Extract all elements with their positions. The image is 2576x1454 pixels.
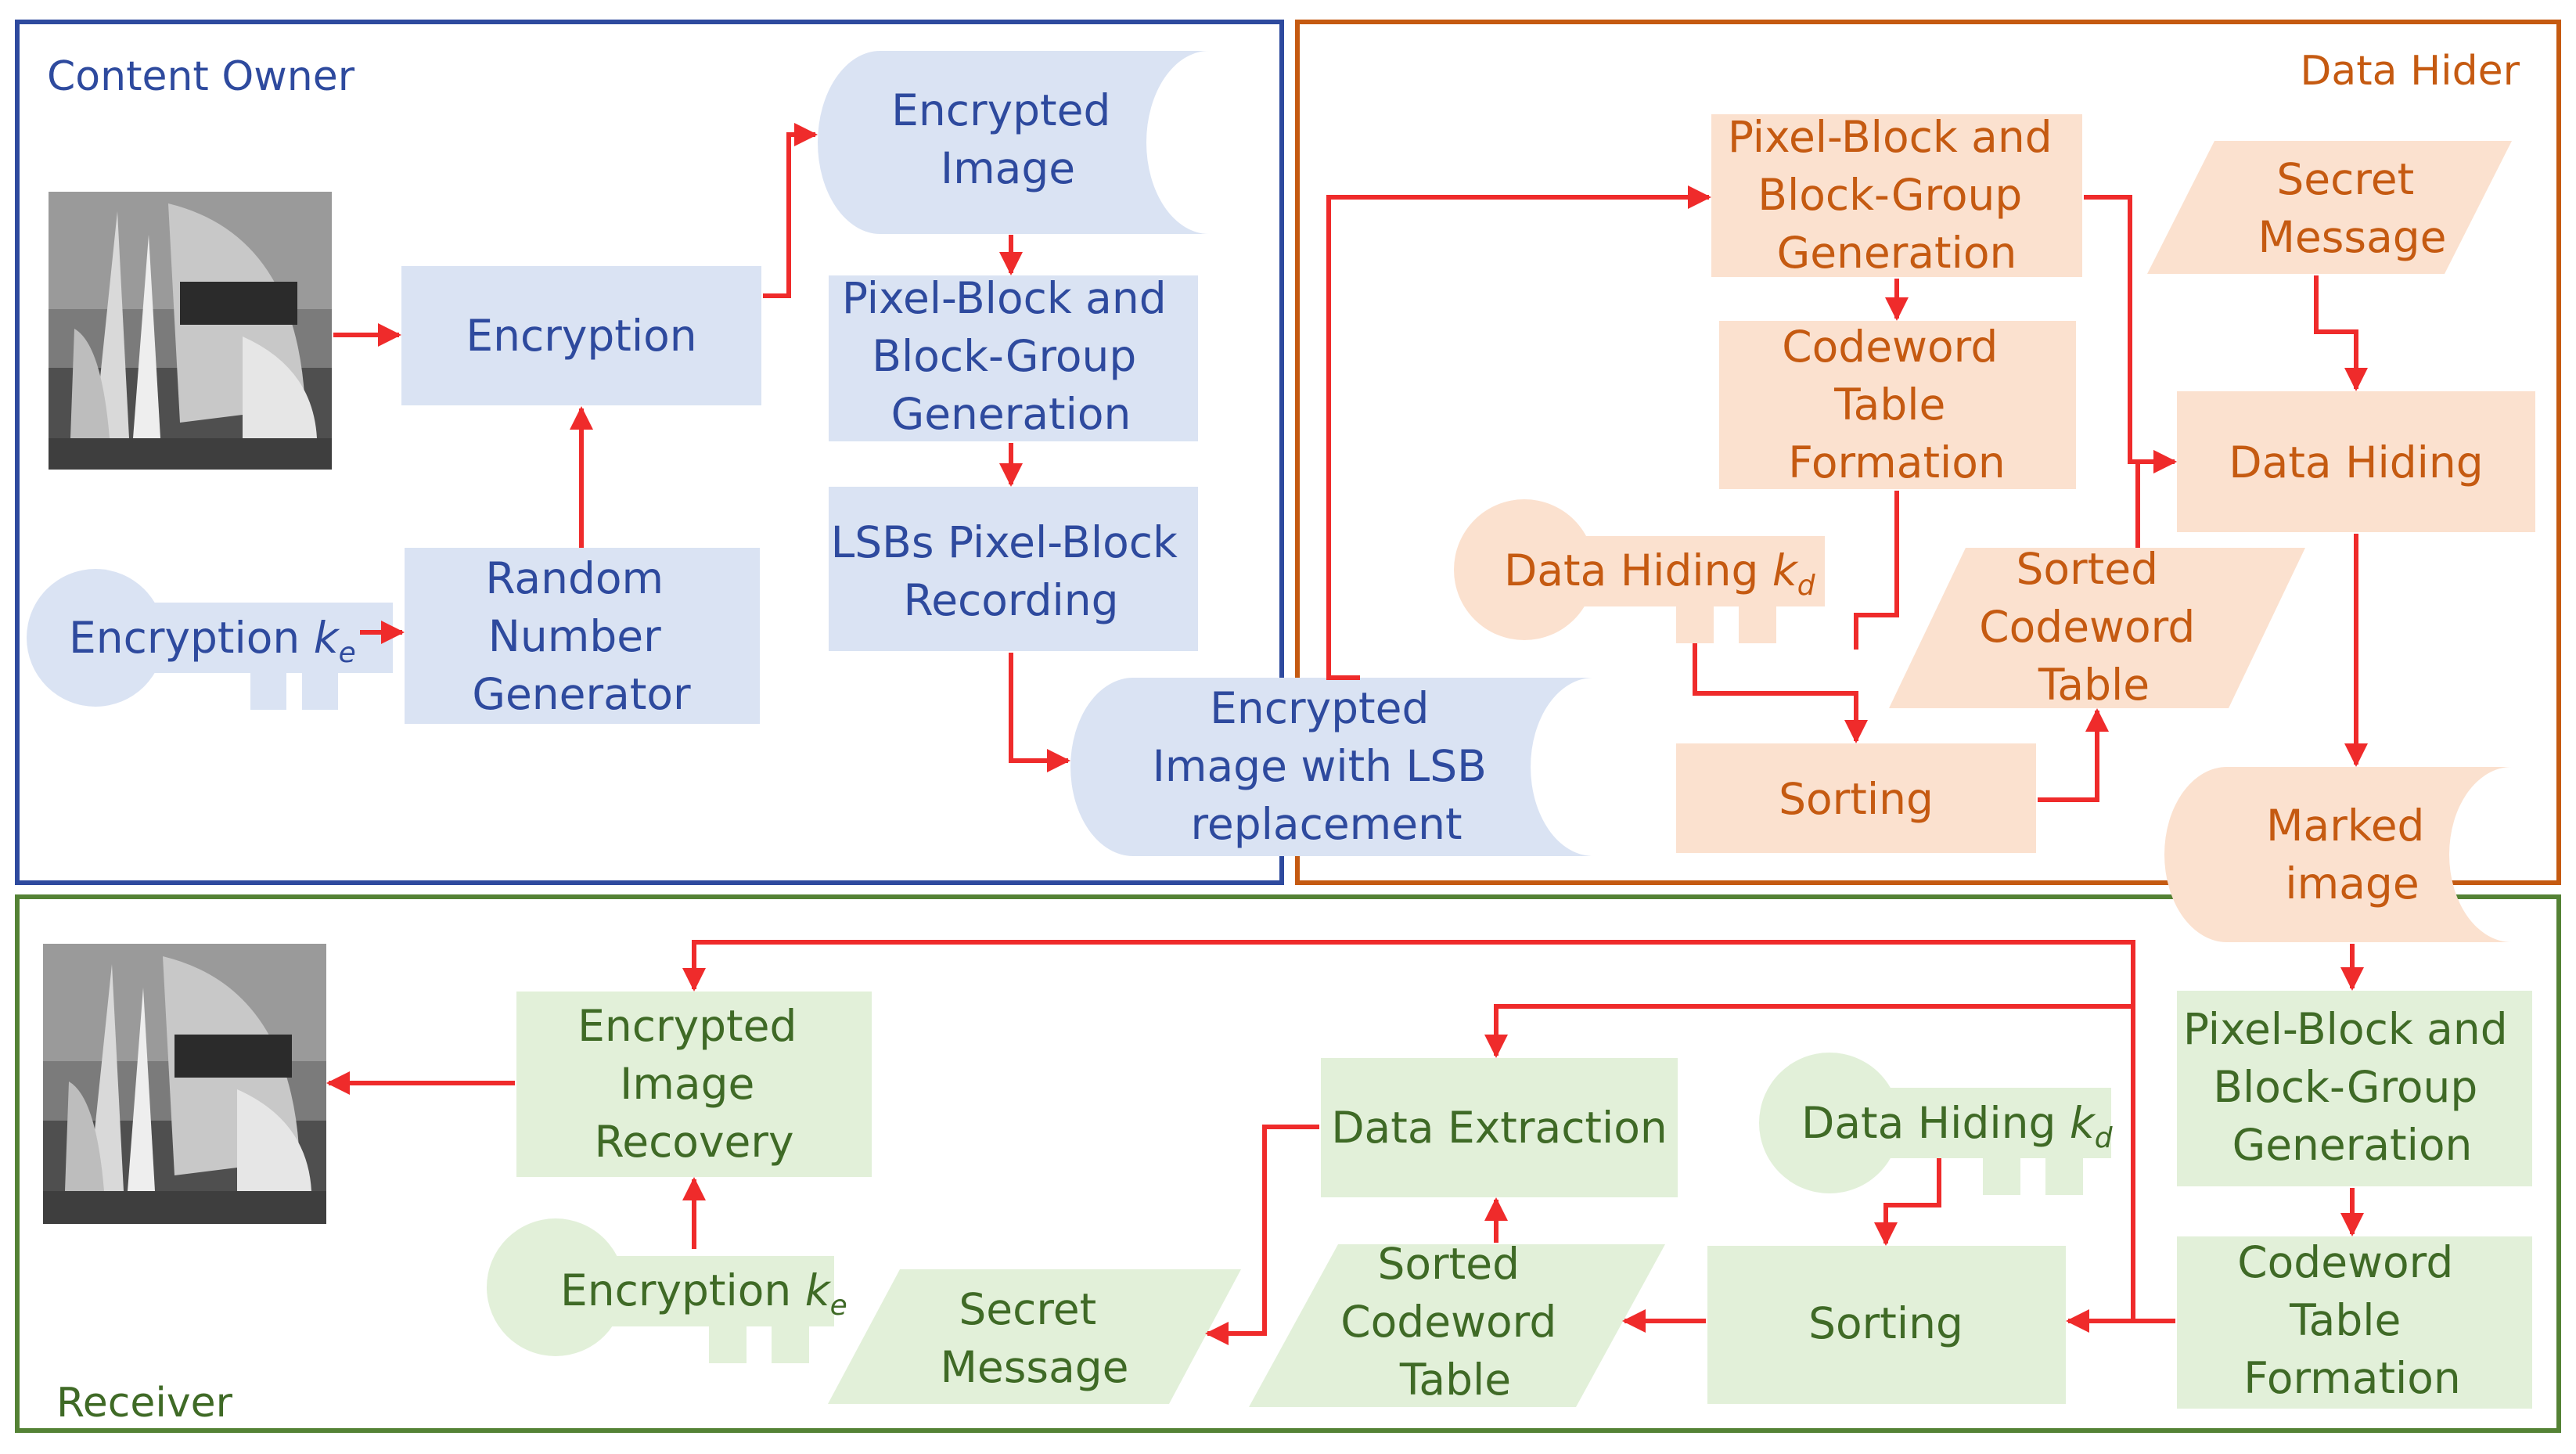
receiver-sorted-table-label: Sorted Codeword Table [1340, 1239, 1570, 1405]
receiver-sorting-label: Sorting [1808, 1298, 1963, 1348]
encrypted-lsb-store [1070, 678, 1593, 856]
arrow-key-to-sorting [1693, 643, 1868, 743]
receiver-data-hiding-key-icon: Data Hiding kd [1759, 1053, 2114, 1195]
encrypted-image-label: Encrypted Image [891, 85, 1124, 193]
receiver-codeword-table-label: Codeword Table Formation [2237, 1237, 2466, 1403]
content-owner-panel [15, 20, 1284, 885]
flow-arrows [326, 123, 2368, 1345]
receiver-codeword-table-box [2177, 1236, 2532, 1409]
hider-sorted-table-label: Sorted Codeword Table [1979, 544, 2208, 710]
receiver-title: Receiver [56, 1380, 233, 1427]
hider-sorted-table-shape [1889, 548, 2305, 708]
encrypted-lsb-label: Encrypted Image with LSB replacement [1153, 683, 1501, 849]
arrow-feed-to-extraction [1484, 1004, 2133, 1058]
receiver-key-d-label: Data Hiding kd [1801, 1098, 2114, 1154]
hider-codeword-table-box [1719, 321, 2076, 489]
arrow-feed-to-recovery [682, 940, 2175, 1323]
marked-image-label: Marked image [2266, 801, 2438, 909]
hider-block-gen-box [1711, 114, 2082, 277]
rng-box [405, 548, 760, 724]
hider-key-label: Data Hiding kd [1504, 545, 1816, 602]
lsb-recording-box [829, 487, 1198, 651]
arrow-sorted-table-to-data-hiding [2135, 450, 2177, 548]
data-extraction-label: Data Extraction [1331, 1103, 1668, 1153]
lsb-recording-label: LSBs Pixel-Block Recording [831, 517, 1192, 625]
data-hiding-label: Data Hiding [2229, 437, 2483, 488]
encryption-label: Encryption [466, 311, 696, 361]
hider-data-hiding-key-icon: Data Hiding kd [1454, 499, 1825, 643]
receiver-sorting-box [1707, 1246, 2066, 1404]
hider-block-gen-label: Pixel-Block and Block-Group Generation [1728, 112, 2066, 278]
receiver-secret-message-label: Secret Message [940, 1284, 1128, 1392]
hider-codeword-table-label: Codeword Table Formation [1782, 322, 2011, 488]
hider-secret-message-shape [2147, 141, 2512, 274]
rng-label: Random Number Generator [472, 553, 691, 719]
receiver-secret-message-shape [828, 1269, 1241, 1404]
hider-secret-message-label: Secret Message [2258, 154, 2446, 262]
owner-block-gen-box [829, 275, 1198, 441]
hider-sorting-label: Sorting [1779, 774, 1934, 824]
arrow-blockgen-to-data-hiding [2084, 195, 2177, 473]
data-extraction-box [1321, 1058, 1678, 1197]
encryption-key-label: Encryption ke [69, 613, 356, 669]
arrow-encrypted-lsb-to-hider [1326, 185, 1711, 680]
arrow-lsb-to-encrypted-lsb [1009, 653, 1070, 772]
data-hiding-box [2177, 391, 2535, 532]
receiver-key-e-label: Encryption ke [560, 1265, 847, 1322]
arrow-sorting-to-sorted-table [2038, 708, 2109, 802]
marked-image-store [2164, 767, 2512, 942]
hider-sorting-box [1676, 743, 2036, 853]
encryption-box [401, 266, 761, 405]
arrow-secret-to-data-hiding [2314, 275, 2368, 391]
arrow-codeword-to-sorting [1854, 491, 1899, 650]
receiver-panel [15, 894, 2561, 1433]
arrow-receiver-key-to-sorting [1874, 1158, 1941, 1246]
recovered-sailboats-image-icon [43, 944, 326, 1224]
arrow-extraction-to-secret [1205, 1125, 1319, 1345]
receiver-block-gen-box [2177, 991, 2532, 1186]
encrypted-image-store [818, 51, 1209, 234]
receiver-encryption-key-icon: Encryption ke [487, 1218, 847, 1363]
receiver-block-gen-label: Pixel-Block and Block-Group Generation [2183, 1004, 2521, 1170]
recovery-label: Encrypted Image Recovery [577, 1001, 811, 1167]
recovery-box [516, 992, 872, 1177]
owner-block-gen-label: Pixel-Block and Block-Group Generation [842, 273, 1180, 439]
content-owner-title: Content Owner [47, 53, 355, 100]
arrow-encryption-to-image [763, 123, 818, 298]
receiver-sorted-table-shape [1249, 1244, 1665, 1407]
data-hider-title: Data Hider [2300, 48, 2520, 95]
sailboats-image-icon [49, 192, 332, 470]
rng-encryption-key-icon: Encryption ke [27, 569, 393, 710]
data-hider-panel [1295, 20, 2561, 885]
